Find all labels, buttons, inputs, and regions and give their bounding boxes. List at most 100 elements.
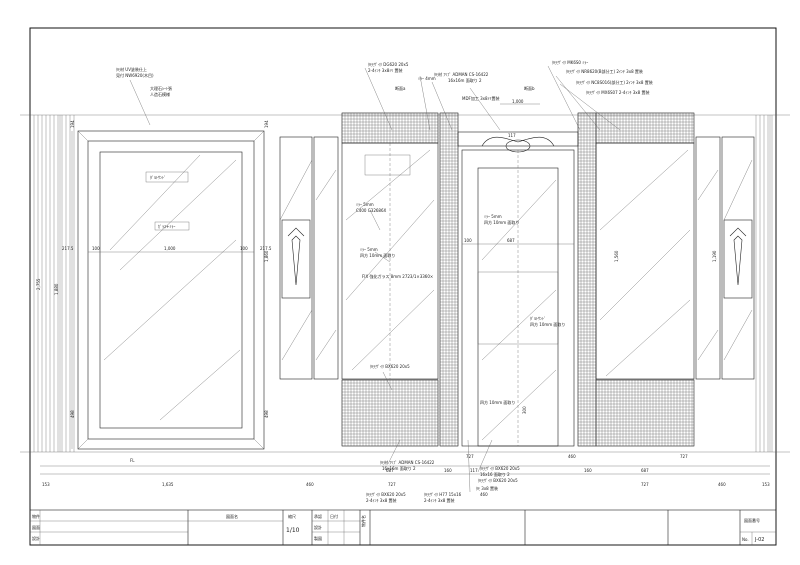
tb-left-2: 図面 <box>32 525 40 530</box>
callout-left-top-4: 人造石模様 <box>150 91 170 97</box>
dim-1190: 1,190 <box>712 250 717 262</box>
callout-mid-c8: ﾀﾞﾙﾄｻﾝﾄﾞ <box>530 315 546 321</box>
callout-mid-c10: 四方 10mm 面取り <box>480 399 515 405</box>
callout-top-c4: ﾐﾗｰ 4mm <box>418 76 436 81</box>
dim-2755: 2,755 <box>36 278 41 290</box>
dimension-labels: 153 1,635 460 727 727 460 153 687 687 11… <box>36 99 770 487</box>
title-block: 物件 図面 設計 図面名 縮尺 1/10 日付 設計 製図 承認 物件名 図面番… <box>29 509 777 546</box>
callout-left-top-2: 見付 NW6920(木目) <box>116 72 154 78</box>
callout-mid-c4: 四方 10mm 面取り <box>360 252 395 258</box>
callout-bot-c1: ﾀﾓﾓｻﾞｲｸ BX620 20x5 <box>370 363 410 369</box>
left-panel-inner <box>87 140 255 440</box>
tb-no-value: J-02 <box>754 537 764 543</box>
callout-bot-c11: ﾀﾓﾓｻﾞｲｸ H77 15x16 <box>424 491 462 497</box>
dim-727a: 727 <box>388 482 396 487</box>
callout-top-r3: ﾀﾓﾓｻﾞｲｸ NC8S016(部分工) 2ｲﾝﾁ 3x8 置装 <box>576 79 653 85</box>
left-wall-stripes <box>33 115 75 452</box>
callout-mid-c7: 四方 10mm 面取り <box>484 219 519 225</box>
dim-498b: 498 <box>264 410 269 418</box>
callout-bot-c8: ﾀﾓﾓｻﾞｲｸ BX620 20x5 <box>478 477 518 483</box>
tb-scale: 1/10 <box>286 527 300 534</box>
dim-1000: 1,000 <box>512 99 524 104</box>
dim-498: 498 <box>70 410 75 418</box>
dim-1860: 1,860 <box>264 250 269 262</box>
callout-mid-c9: 四方 10mm 面取り <box>530 321 565 327</box>
callout-bot-c6: ﾀﾓﾓｻﾞｲｸ BX620 20x5 <box>366 491 406 497</box>
callout-top-r1: ﾀﾓﾓｻﾞｲｸ MK6S0 ﾐﾗｰ <box>552 59 588 65</box>
callout-mid-c3: ﾐﾗｰ 5mm <box>360 247 378 252</box>
callout-top-c5: ﾀﾓ材 ﾌﾘﾌﾟ ADMAN CS-16422 <box>434 71 489 77</box>
dim-153b: 153 <box>762 482 770 487</box>
callout-top-c1: ﾀﾓﾓｻﾞｲｸ DG620 20x5 <box>368 61 409 67</box>
dim-1560: 1,560 <box>614 250 619 262</box>
tb-sheet-label: 図面番号 <box>744 517 760 523</box>
left-side-panel-b <box>313 136 339 380</box>
dim-100b: 100 <box>240 246 248 251</box>
dim-1880: 1,880 <box>54 283 59 295</box>
left-panel-frame <box>77 130 265 450</box>
dim-460b: 460 <box>718 482 726 487</box>
callout-top-c7: MDF加工 3x8ﾐﾘ置装 <box>462 95 500 101</box>
dim-100a: 100 <box>92 246 100 251</box>
dim-687b: 687 <box>641 468 649 473</box>
left-sconce-niche <box>281 219 311 299</box>
callout-top-c6: 16x16m 面取り 2 <box>448 77 482 83</box>
callout-floor: FL <box>130 458 135 463</box>
tb-draw: 承認 <box>314 513 322 519</box>
right-wall-sconce <box>733 235 743 286</box>
callout-left-top-1: ﾀﾓ材 UV塗装仕上 <box>116 66 147 72</box>
dim-194b: 194 <box>264 120 269 128</box>
right-sconce-niche <box>723 219 753 299</box>
leader-lines <box>129 65 621 493</box>
dim-687c: 687 <box>507 238 515 243</box>
dim-100c: 100 <box>464 238 472 243</box>
callout-bot-c9: 460 <box>480 492 488 497</box>
right-side-panel-b <box>721 136 755 380</box>
dim-687a: 687 <box>386 468 394 473</box>
tb-col-a: 物件名 <box>360 515 366 527</box>
callout-bot-c5: 16x16 面取り 2 <box>480 471 510 477</box>
dim-300: 300 <box>522 406 527 414</box>
dim-160b: 160 <box>584 468 592 473</box>
dim-460c: 460 <box>568 454 576 459</box>
center-ornament <box>481 136 555 147</box>
callout-bot-c2: ﾀﾓ材 ﾌﾘﾌﾟ ADMAN CS-16422 <box>380 459 435 465</box>
callout-mid-c2: C400 G32686X <box>356 208 387 213</box>
callout-mid-c1: ﾐﾗｰ 5mm <box>356 202 374 207</box>
left-mirror <box>99 151 243 429</box>
right-glass-door <box>595 142 695 380</box>
dim-160: 160 <box>444 468 452 473</box>
dim-2175b: 217.5 <box>260 246 272 251</box>
tb-design: 設計 <box>314 524 322 530</box>
dim-1000b: 1,000 <box>164 246 176 251</box>
callout-mid-c6: ﾐﾗｰ 5mm <box>484 214 502 219</box>
callout-bot-c3: 16x16m 面取り 2 <box>382 465 416 471</box>
tb-no-label: No. <box>742 537 749 542</box>
dim-117b: 117 <box>508 133 516 138</box>
right-wall-stripes <box>755 115 773 452</box>
center-header <box>457 131 579 147</box>
callout-bot-c12: 2-4ｲﾝﾁ 3x8 置装 <box>424 497 455 503</box>
dim-2175: 217.5 <box>62 246 74 251</box>
callout-left-low: ｶﾞﾗｽ+ﾐﾗｰ <box>158 224 175 229</box>
dim-460a: 460 <box>306 482 314 487</box>
callout-top-c3: 断面a <box>395 85 406 91</box>
dim-727c: 727 <box>466 454 474 459</box>
callout-top-c2: 2-4ｲﾝﾁ 3x8ﾐﾘ 置装 <box>368 67 403 73</box>
dim-1635: 1,635 <box>162 482 174 487</box>
tb-check: 製図 <box>314 535 322 541</box>
dim-727b: 727 <box>641 482 649 487</box>
callout-top-r2: ﾀﾓﾓｻﾞｲｸ NR8620(B部分工) 2ｲﾝﾁ 3x8 置装 <box>566 68 643 74</box>
tb-left-3: 設計 <box>32 535 40 541</box>
callout-bot-c7: 2-4ｲﾝﾁ 3x8 置装 <box>366 497 397 503</box>
callout-top-c8: 断面b <box>524 85 535 91</box>
callout-bot-c4: ﾀﾓﾓｻﾞｲｸ BX620 20x5 <box>480 465 520 471</box>
callout-left-mid: ﾀﾞﾙﾄｻﾝﾄﾞ <box>150 174 166 180</box>
tb-left-1: 物件 <box>32 513 40 519</box>
dim-194: 194 <box>70 120 75 128</box>
dim-727d: 727 <box>680 454 688 459</box>
callout-left-top-3: 大理石ｼｰﾄ張 <box>150 85 172 91</box>
left-wall-sconce <box>291 235 301 286</box>
